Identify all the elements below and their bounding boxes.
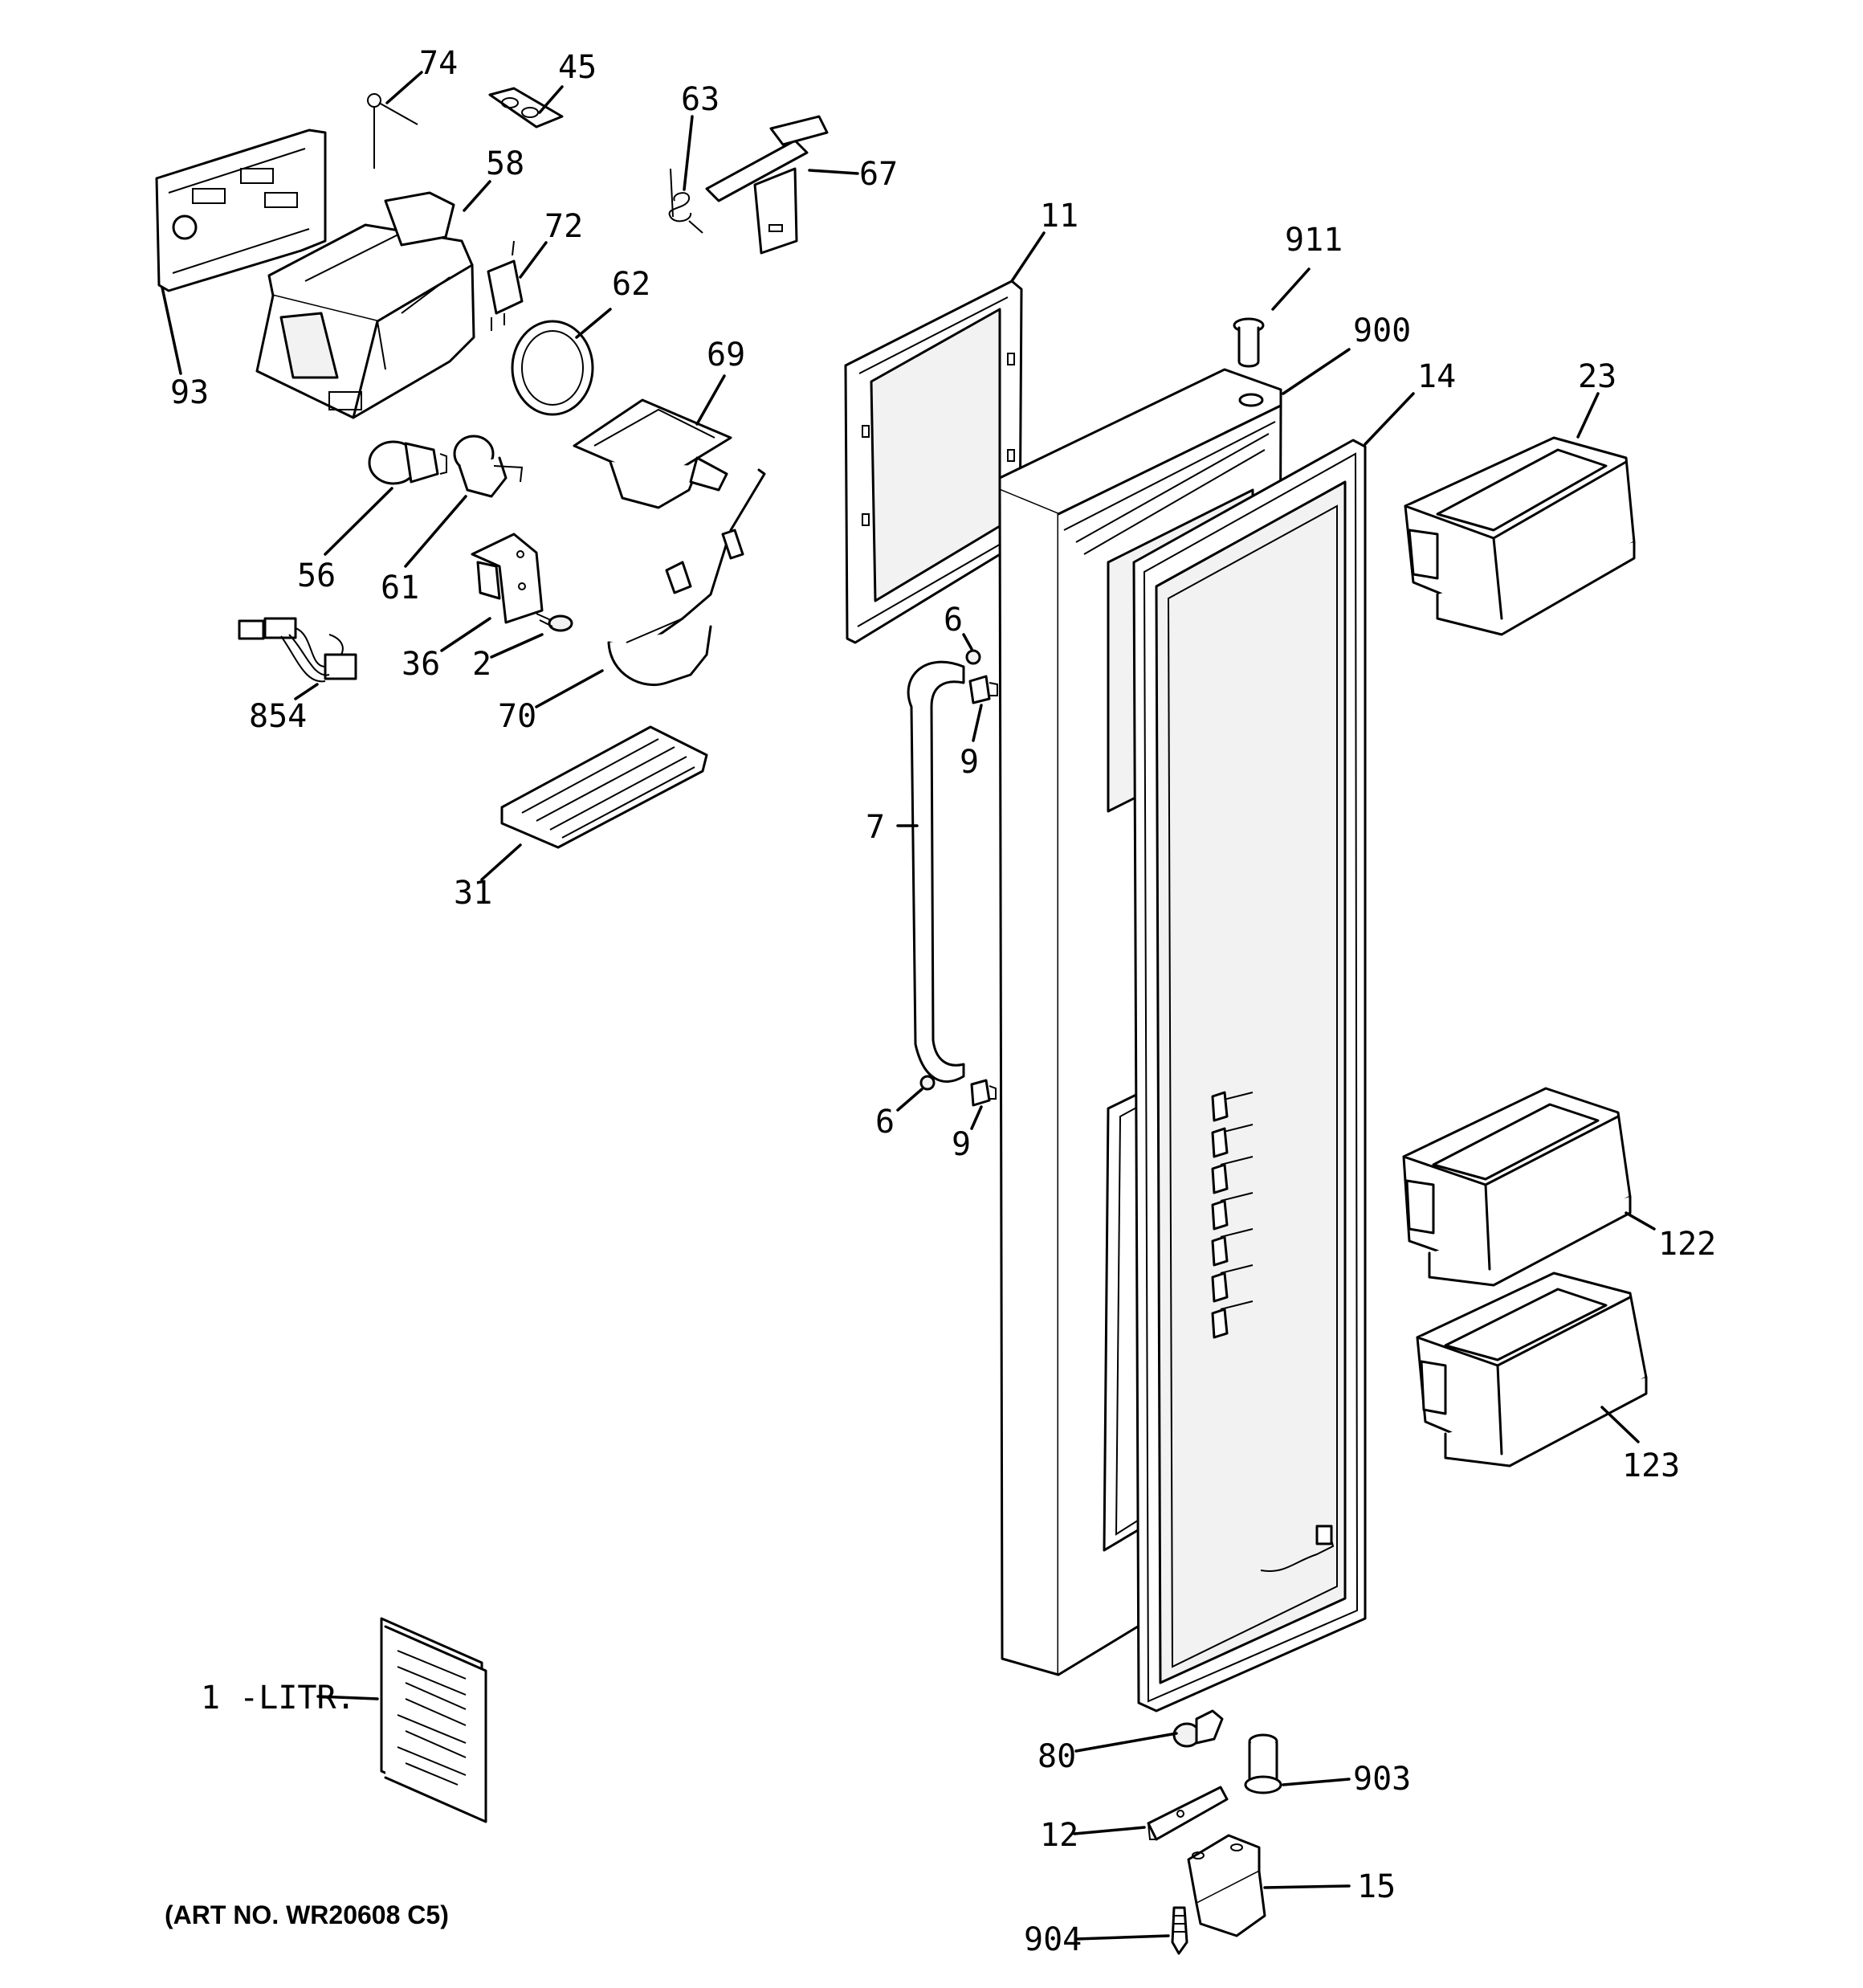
label-11: 11 bbox=[1040, 198, 1078, 235]
part-854-wire-harness bbox=[238, 617, 357, 683]
label-1-litr: 1 -LITR. bbox=[201, 1680, 356, 1717]
gasket-bracket-cluster bbox=[1211, 1091, 1254, 1339]
label-31: 31 bbox=[454, 875, 492, 912]
label-56: 56 bbox=[297, 557, 336, 594]
part-69-ice-chute bbox=[573, 398, 732, 509]
part-911-bushing bbox=[1233, 317, 1265, 368]
label-62: 62 bbox=[612, 266, 650, 303]
part-122-door-bin bbox=[1402, 1087, 1632, 1287]
label-70: 70 bbox=[498, 698, 536, 735]
label-23: 23 bbox=[1578, 358, 1616, 395]
part-6-nut-upper bbox=[965, 649, 981, 665]
label-72: 72 bbox=[544, 208, 583, 245]
part-31-drip-grille bbox=[500, 725, 708, 849]
label-69: 69 bbox=[707, 337, 745, 374]
part-903-hinge-pin bbox=[1244, 1733, 1282, 1794]
part-123-door-bin bbox=[1416, 1272, 1648, 1468]
part-36-mounting-bracket bbox=[471, 533, 544, 624]
part-67-lever bbox=[705, 115, 829, 255]
part-45-bracket bbox=[488, 87, 564, 129]
label-122: 122 bbox=[1658, 1226, 1716, 1263]
label-67: 67 bbox=[859, 156, 898, 193]
label-45: 45 bbox=[558, 49, 597, 86]
label-911: 911 bbox=[1285, 222, 1343, 259]
label-123: 123 bbox=[1622, 1447, 1680, 1484]
art-number: (ART NO. WR20608 C5) bbox=[165, 1900, 449, 1929]
part-63-spring bbox=[668, 168, 703, 234]
label-6-lower: 6 bbox=[875, 1104, 895, 1141]
label-61: 61 bbox=[381, 569, 419, 606]
part-1-literature bbox=[380, 1617, 487, 1823]
part-74-spring bbox=[367, 93, 418, 169]
label-9-lower: 9 bbox=[952, 1126, 971, 1163]
part-904-screw bbox=[1171, 1906, 1188, 1955]
label-15: 15 bbox=[1357, 1868, 1396, 1905]
label-74: 74 bbox=[419, 45, 458, 82]
part-61-socket bbox=[453, 435, 524, 498]
part-56-bulb bbox=[368, 440, 447, 485]
part-2-screw bbox=[536, 613, 573, 632]
part-70-funnel-guide bbox=[607, 468, 766, 687]
label-14: 14 bbox=[1417, 358, 1456, 395]
label-9-upper: 9 bbox=[960, 744, 979, 781]
part-23-door-bin bbox=[1404, 436, 1636, 636]
label-903: 903 bbox=[1353, 1761, 1411, 1798]
label-80: 80 bbox=[1037, 1738, 1076, 1775]
label-904: 904 bbox=[1024, 1921, 1082, 1958]
part-80-bushing bbox=[1172, 1709, 1224, 1748]
part-72-switch bbox=[487, 240, 524, 331]
part-14-door-gasket bbox=[1132, 439, 1367, 1712]
part-93-control-board bbox=[155, 129, 327, 375]
label-12: 12 bbox=[1040, 1817, 1078, 1854]
label-854: 854 bbox=[249, 698, 307, 735]
part-9-screw-lower bbox=[970, 1079, 997, 1107]
label-6-upper: 6 bbox=[944, 602, 963, 639]
label-63: 63 bbox=[681, 81, 720, 118]
label-2: 2 bbox=[472, 646, 491, 683]
label-58: 58 bbox=[486, 145, 524, 182]
part-58-dispenser-housing bbox=[255, 191, 475, 419]
part-7-handle bbox=[907, 660, 965, 1083]
part-9-screw-upper bbox=[968, 675, 998, 704]
part-62-ring bbox=[511, 320, 594, 416]
label-900: 900 bbox=[1353, 312, 1411, 349]
part-12-hinge-bracket bbox=[1147, 1786, 1229, 1841]
part-11-dispenser-frame bbox=[844, 280, 1023, 644]
part-6-nut-lower bbox=[919, 1075, 936, 1091]
part-15-bottom-hinge bbox=[1187, 1834, 1266, 1937]
label-93: 93 bbox=[170, 374, 209, 411]
label-36: 36 bbox=[402, 646, 440, 683]
label-7: 7 bbox=[866, 809, 885, 846]
